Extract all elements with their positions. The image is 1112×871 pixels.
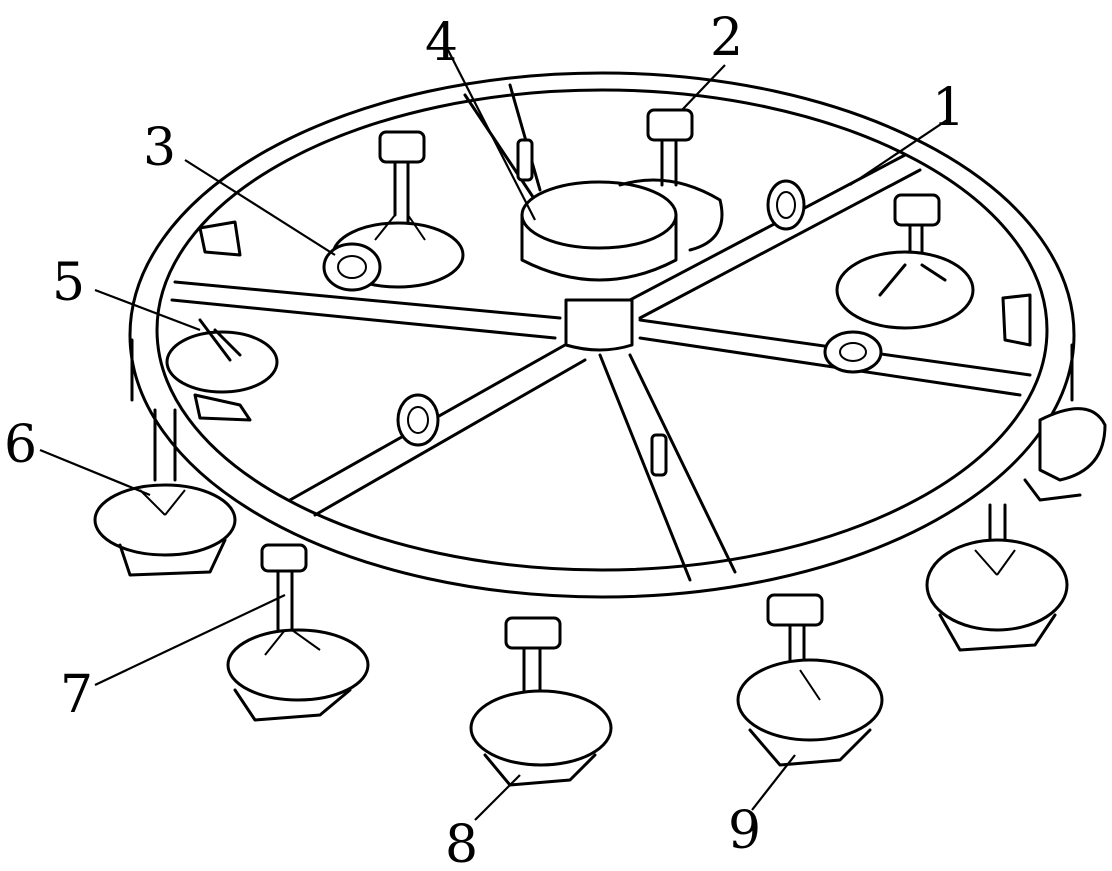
label-7: 7 bbox=[60, 665, 93, 725]
label-4: 4 bbox=[425, 13, 458, 73]
center-hub bbox=[520, 180, 678, 352]
label-5: 5 bbox=[52, 253, 85, 313]
leader-1 bbox=[849, 117, 951, 186]
label-8: 8 bbox=[445, 815, 478, 871]
leader-lines bbox=[39, 49, 951, 821]
part-labels: 1 2 3 4 5 6 7 8 9 bbox=[4, 8, 965, 871]
legs-and-polishing-heads bbox=[93, 407, 1107, 787]
leader-5 bbox=[94, 288, 201, 332]
label-9: 9 bbox=[728, 801, 761, 861]
leader-8 bbox=[474, 774, 521, 821]
outer-ring-frame bbox=[128, 71, 1076, 599]
bar-rollers bbox=[322, 138, 883, 477]
leader-9 bbox=[751, 754, 796, 811]
leader-4 bbox=[447, 49, 536, 221]
label-2: 2 bbox=[710, 8, 743, 68]
label-3: 3 bbox=[143, 118, 176, 178]
label-1: 1 bbox=[932, 78, 965, 138]
leader-7 bbox=[94, 594, 286, 686]
leader-6 bbox=[39, 448, 151, 497]
leader-3 bbox=[184, 159, 336, 256]
leader-2 bbox=[681, 64, 726, 111]
label-6: 6 bbox=[4, 415, 37, 475]
